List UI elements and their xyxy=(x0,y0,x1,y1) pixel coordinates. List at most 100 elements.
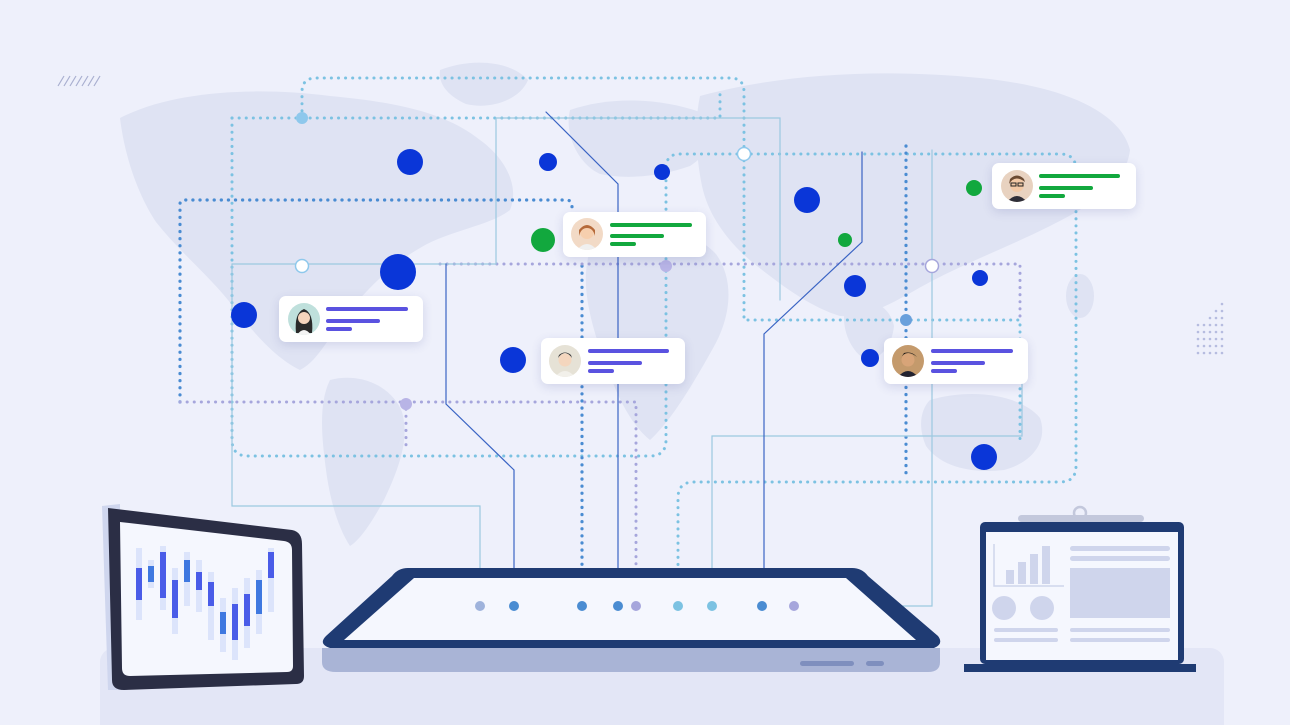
europe-landmass xyxy=(568,100,712,177)
blue-location-marker xyxy=(231,302,257,328)
woman-avatar-icon xyxy=(288,303,320,335)
connection-port xyxy=(789,601,799,611)
card-text-line xyxy=(588,349,669,353)
junction-node xyxy=(660,260,672,272)
connection-port xyxy=(631,601,641,611)
blue-location-marker xyxy=(794,187,820,213)
card-text-line xyxy=(1039,186,1093,190)
candle-body xyxy=(220,612,226,634)
island-landmass xyxy=(1066,274,1094,318)
blue-location-marker xyxy=(861,349,879,367)
card-text-line xyxy=(588,361,642,365)
card-text-line xyxy=(1039,174,1120,178)
card-text-line xyxy=(610,242,636,246)
thin-link-left xyxy=(231,263,481,607)
report-panel xyxy=(1070,568,1170,618)
thin-link-right xyxy=(711,379,1023,607)
connection-port xyxy=(577,601,587,611)
profile-card[interactable] xyxy=(541,338,685,384)
route-atlantic xyxy=(178,198,574,404)
junction-node xyxy=(900,314,912,326)
profile-card[interactable] xyxy=(563,212,706,257)
candle-body xyxy=(184,560,190,582)
australia-landmass xyxy=(921,394,1043,471)
connection-port xyxy=(509,601,519,611)
candle-body xyxy=(256,580,262,614)
green-location-marker xyxy=(531,228,555,252)
blue-location-marker xyxy=(844,275,866,297)
candle-body xyxy=(148,566,154,582)
route-equator xyxy=(438,262,1022,322)
tablet-base xyxy=(322,648,940,672)
route-east-loop xyxy=(664,152,1078,608)
blue-location-marker xyxy=(971,444,997,470)
man-avatar-icon xyxy=(892,345,924,377)
tablet-button xyxy=(800,661,854,666)
africa-landmass xyxy=(585,225,729,440)
candle-wick xyxy=(268,548,274,612)
blue-location-marker xyxy=(380,254,416,290)
candle-body xyxy=(244,594,250,626)
connection-port xyxy=(757,601,767,611)
card-text-line xyxy=(931,349,1013,353)
junction-node xyxy=(294,258,310,274)
south-america-landmass xyxy=(322,377,405,546)
link-center xyxy=(545,111,619,607)
route-north-loop xyxy=(300,76,1022,442)
connection-port xyxy=(673,601,683,611)
report-bar xyxy=(1030,554,1038,584)
india-landmass xyxy=(844,299,894,360)
route-top-link xyxy=(230,88,722,120)
junction-node xyxy=(400,398,412,410)
card-text-line xyxy=(588,369,614,373)
blue-location-marker xyxy=(397,149,423,175)
blue-location-marker xyxy=(500,347,526,373)
card-text-line xyxy=(931,369,957,373)
candle-body xyxy=(208,582,214,606)
profile-card[interactable] xyxy=(992,163,1136,209)
man-avatar-icon xyxy=(549,345,581,377)
card-text-line xyxy=(326,319,380,323)
report-bar xyxy=(1006,570,1014,584)
card-text-line xyxy=(1039,194,1065,198)
asia-landmass xyxy=(696,73,1130,317)
candle-body xyxy=(136,568,142,600)
tablet-button xyxy=(866,661,884,666)
greenland-landmass xyxy=(439,62,528,106)
laptop-base xyxy=(964,664,1196,672)
profile-card[interactable] xyxy=(884,338,1028,384)
report-bar xyxy=(1042,546,1050,584)
left-monitor-screen xyxy=(120,522,293,676)
candle-body xyxy=(160,552,166,598)
connection-port xyxy=(613,601,623,611)
candle-body xyxy=(196,572,202,590)
profile-card[interactable] xyxy=(279,296,423,342)
blue-location-marker xyxy=(972,270,988,286)
junction-node xyxy=(296,112,308,124)
blue-location-marker xyxy=(539,153,557,171)
report-pie xyxy=(992,596,1016,620)
blue-location-marker xyxy=(654,164,670,180)
report-pie xyxy=(1030,596,1054,620)
tablet-icon xyxy=(322,568,941,672)
junction-node xyxy=(736,146,752,162)
dashboard-report-icon xyxy=(964,505,1196,672)
link-east xyxy=(763,151,863,607)
candlestick-chart-icon xyxy=(102,504,304,690)
route-south xyxy=(178,400,638,608)
hatch-decoration xyxy=(57,75,101,87)
woman-avatar-icon xyxy=(571,218,603,250)
tablet-screen xyxy=(344,578,916,640)
card-text-line xyxy=(931,361,985,365)
connection-port xyxy=(475,601,485,611)
candle-body xyxy=(268,552,274,578)
candle-body xyxy=(172,580,178,618)
candle-body xyxy=(232,604,238,640)
connection-port xyxy=(707,601,717,611)
link-south xyxy=(445,263,515,607)
junction-node xyxy=(924,258,940,274)
